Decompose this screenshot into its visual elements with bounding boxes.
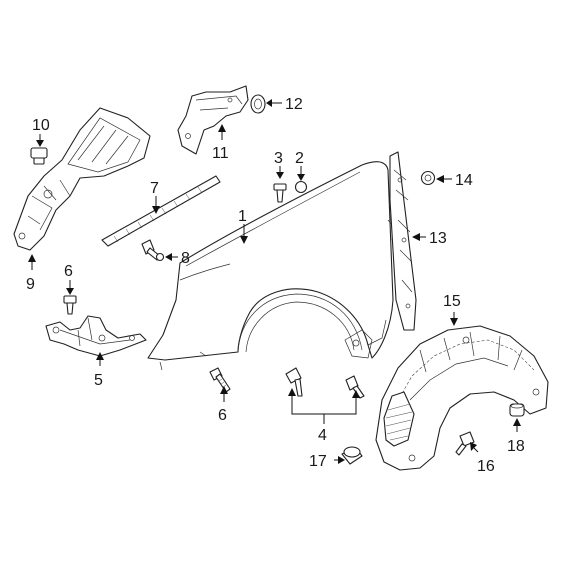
callout-10: 10: [32, 117, 50, 134]
callout-6-lower: 6: [218, 407, 227, 424]
bolt-part-16[interactable]: [455, 431, 475, 456]
callout-6-upper: 6: [64, 263, 73, 280]
screw-part-8[interactable]: [141, 239, 165, 262]
callout-2: 2: [295, 150, 304, 167]
fender-seal-part[interactable]: [389, 151, 417, 331]
callout-15: 15: [443, 293, 461, 310]
fender-part[interactable]: [147, 161, 396, 371]
callout-8: 8: [181, 250, 190, 267]
fender-bracket-part[interactable]: [45, 315, 147, 357]
fender-support-strip-part[interactable]: [101, 175, 221, 247]
callout-1: 1: [238, 208, 247, 225]
nut-part-14[interactable]: [420, 170, 436, 186]
callout-5: 5: [94, 372, 103, 389]
splash-shield-part[interactable]: [13, 107, 151, 251]
clip-part-17[interactable]: [341, 446, 363, 465]
grommet-part-12[interactable]: [250, 94, 266, 114]
callout-12: 12: [285, 96, 303, 113]
callout-14: 14: [455, 172, 473, 189]
screw-part-4a[interactable]: [285, 367, 303, 397]
cap-part-2[interactable]: [294, 180, 308, 194]
callout-7: 7: [150, 180, 159, 197]
callout-18: 18: [507, 438, 525, 455]
callout-13: 13: [429, 230, 447, 247]
callout-11: 11: [212, 145, 229, 162]
callout-4: 4: [318, 427, 327, 444]
insulator-part-11[interactable]: [177, 85, 249, 155]
leader-lines: [28, 99, 521, 464]
clip-part-10[interactable]: [30, 147, 48, 165]
callout-labels: 1 2 3 4 5 6 6 7 8 9 10 11 12 13 14 15 16…: [26, 96, 525, 475]
callout-16: 16: [477, 458, 495, 475]
callout-9: 9: [26, 276, 35, 293]
callout-17: 17: [309, 453, 327, 470]
bolt-part-3[interactable]: [273, 183, 287, 203]
bolt-part-6a[interactable]: [63, 295, 77, 315]
callout-3: 3: [274, 150, 283, 167]
fender-liner-part[interactable]: [375, 325, 549, 471]
bolt-part-6b[interactable]: [209, 367, 231, 393]
nut-part-18[interactable]: [509, 403, 525, 417]
